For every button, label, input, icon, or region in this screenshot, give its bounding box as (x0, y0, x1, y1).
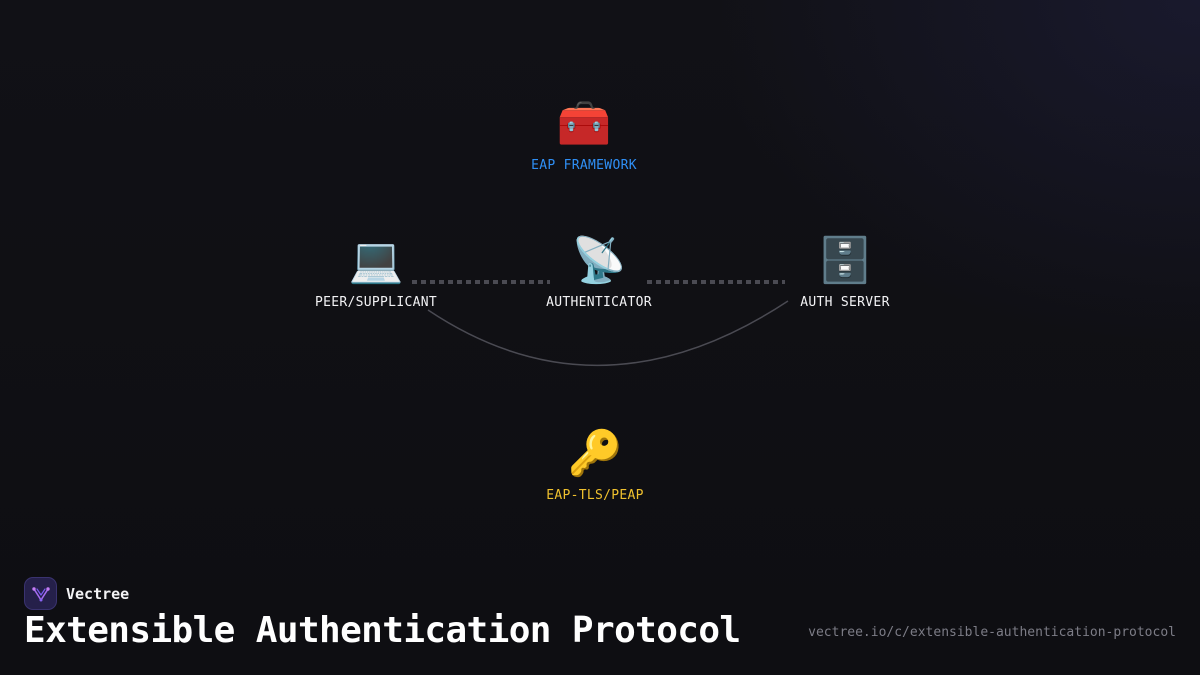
peer-supplicant-node: 💻 PEER/SUPPLICANT (315, 229, 437, 311)
key-icon: 🔑 (567, 428, 623, 479)
vectree-logo-icon (24, 577, 57, 610)
peer-supplicant-label: PEER/SUPPLICANT (315, 295, 437, 310)
authenticator-label: AUTHENTICATOR (546, 295, 652, 310)
eap-framework-label: EAP FRAMEWORK (531, 158, 637, 173)
eap-method-node: 🔑 EAP-TLS/PEAP (546, 422, 644, 504)
eap-method-label: EAP-TLS/PEAP (546, 488, 644, 503)
vectree-logo-mark (31, 586, 50, 601)
page-url-link[interactable]: vectree.io/c/extensible-authentication-p… (808, 625, 1176, 640)
page-title: Extensible Authentication Protocol (24, 610, 741, 651)
satellite-dish-icon: 📡 (571, 235, 627, 286)
peer-server-curve-connector (427, 300, 789, 367)
auth-server-label: AUTH SERVER (800, 295, 890, 310)
brand-name: Vectree (66, 584, 130, 603)
authenticator-node: 📡 AUTHENTICATOR (546, 229, 652, 311)
brand[interactable]: Vectree (24, 577, 129, 610)
file-cabinet-icon: 🗄️ (817, 235, 873, 286)
laptop-icon: 💻 (348, 235, 404, 286)
auth-server-node: 🗄️ AUTH SERVER (800, 229, 890, 311)
toolbox-icon: 🧰 (556, 98, 612, 149)
eap-framework-node: 🧰 EAP FRAMEWORK (531, 92, 637, 174)
